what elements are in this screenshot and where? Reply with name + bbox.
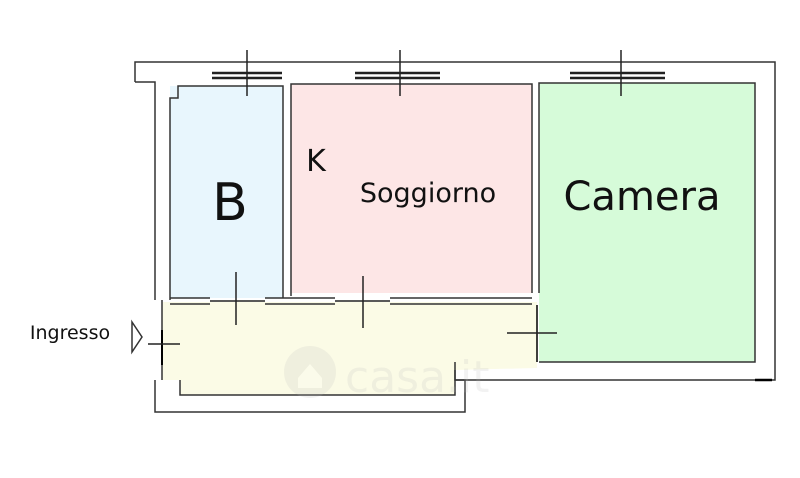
label-camera: Camera bbox=[564, 174, 721, 220]
room-soggiorno bbox=[291, 84, 532, 293]
windows bbox=[212, 71, 665, 80]
door-marks bbox=[148, 272, 557, 345]
label-soggiorno: Soggiorno bbox=[360, 178, 496, 209]
window-crosses bbox=[246, 50, 622, 96]
watermark-logo: casa.it bbox=[284, 346, 490, 403]
label-cucina: K bbox=[306, 144, 327, 179]
label-bagno: B bbox=[212, 173, 248, 233]
room-camera bbox=[539, 83, 755, 362]
label-ingresso: Ingresso bbox=[30, 322, 110, 344]
entrance-arrow-icon bbox=[131, 319, 143, 355]
room-ingresso bbox=[162, 302, 537, 395]
room-bagno bbox=[170, 86, 283, 298]
svg-text:casa.it: casa.it bbox=[345, 352, 490, 403]
